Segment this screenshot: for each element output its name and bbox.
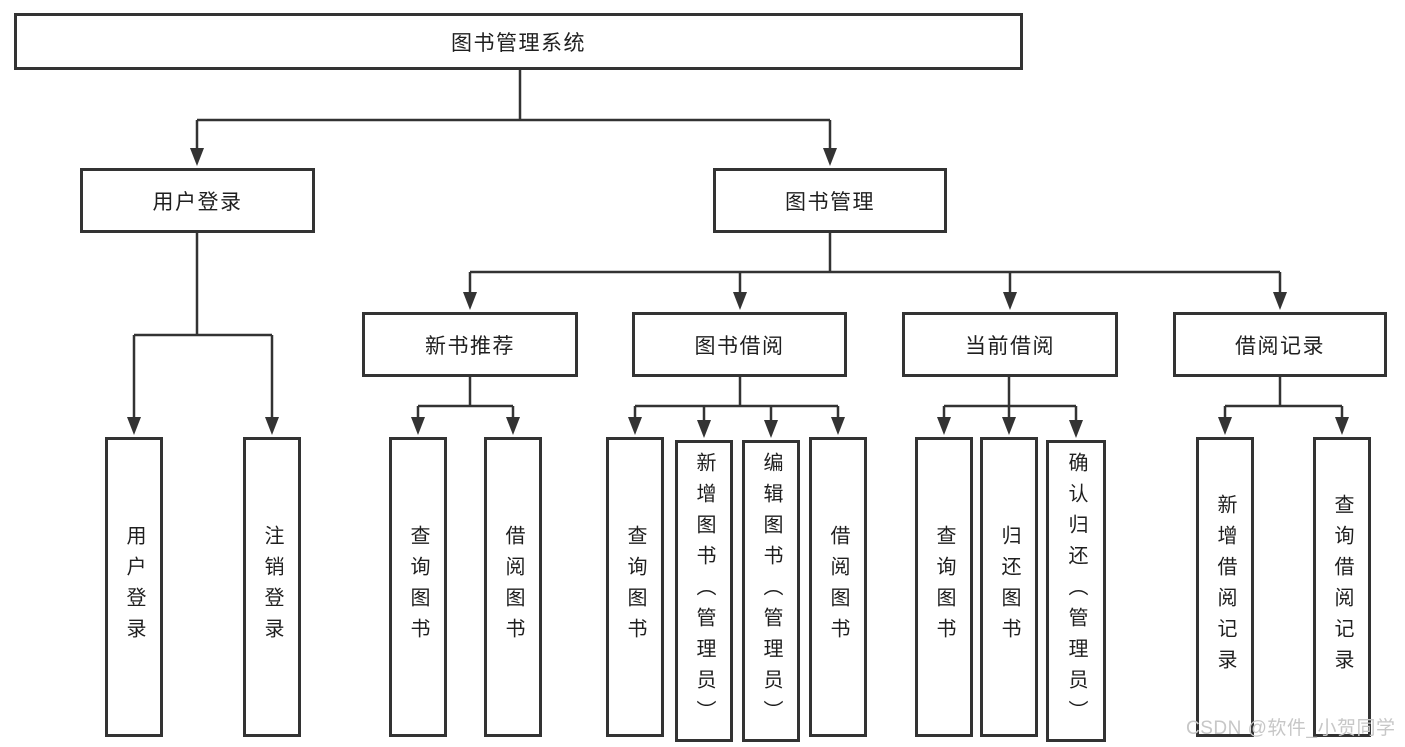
leaf-label: 归还图书 [998,525,1020,649]
node-label: 用户登录 [152,190,243,214]
arrowheads [127,148,1349,438]
leaf-borrow-books-1: 借阅图书 [484,437,542,737]
node-library-management-system: 图书管理系统 [14,13,1023,70]
node-borrowing-records: 借阅记录 [1173,312,1387,377]
node-label: 当前借阅 [965,334,1055,358]
leaf-label: 新增借阅记录 [1214,494,1236,680]
node-book-management: 图书管理 [713,168,947,233]
node-book-borrowing: 图书借阅 [632,312,847,377]
leaf-query-books-3: 查询图书 [915,437,973,737]
leaf-label: 确认归还（管理员） [1065,451,1087,731]
leaf-label: 用户登录 [123,525,145,649]
node-label: 图书管理 [785,190,875,214]
node-label: 借阅记录 [1235,334,1325,358]
leaf-borrow-books-2: 借阅图书 [809,437,867,737]
node-new-book-recommendation: 新书推荐 [362,312,578,377]
node-label: 图书管理系统 [451,31,586,55]
leaf-query-books-2: 查询图书 [606,437,664,737]
leaf-return-books: 归还图书 [980,437,1038,737]
node-current-borrowing: 当前借阅 [902,312,1118,377]
leaf-label: 查询图书 [624,525,646,649]
leaf-edit-books-admin: 编辑图书（管理员） [742,440,800,742]
leaf-add-borrow-record: 新增借阅记录 [1196,437,1254,737]
leaf-label: 查询图书 [407,525,429,649]
leaf-label: 编辑图书（管理员） [760,451,782,731]
node-label: 新书推荐 [425,334,515,358]
leaf-label: 新增图书（管理员） [693,451,715,731]
node-user-login: 用户登录 [80,168,315,233]
leaf-label: 查询图书 [933,525,955,649]
node-label: 图书借阅 [694,334,785,358]
leaf-logout-login: 注销登录 [243,437,301,737]
watermark: CSDN @软件_小贺同学 [1186,718,1396,739]
leaf-user-login: 用户登录 [105,437,163,737]
leaf-label: 注销登录 [261,525,283,649]
leaf-label: 查询借阅记录 [1331,494,1353,680]
leaf-label: 借阅图书 [502,525,524,649]
leaf-query-books-1: 查询图书 [389,437,447,737]
leaf-add-books-admin: 新增图书（管理员） [675,440,733,742]
leaf-query-borrow-record: 查询借阅记录 [1313,437,1371,737]
leaf-label: 借阅图书 [827,525,849,649]
leaf-confirm-return-admin: 确认归还（管理员） [1046,440,1106,742]
